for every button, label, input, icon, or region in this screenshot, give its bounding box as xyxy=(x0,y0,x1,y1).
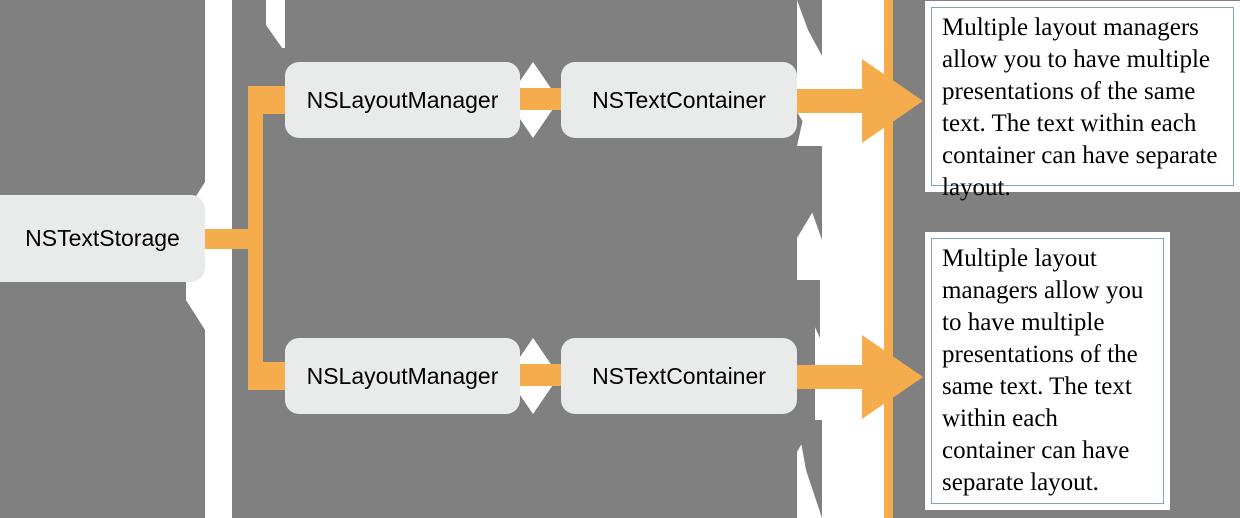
gray-wedge-right-upper xyxy=(797,0,822,56)
orange-arrow-row2 xyxy=(790,335,923,419)
node-nstextcontainer-1[interactable]: NSTextContainer xyxy=(561,62,797,138)
node-nslayoutmanager-2[interactable]: NSLayoutManager xyxy=(285,338,520,414)
callout-text: Multiple layout managers allow you to ha… xyxy=(942,245,1144,496)
callout-inner-border: Multiple layout managers allow you to ha… xyxy=(931,7,1234,201)
node-label: NSTextContainer xyxy=(592,86,766,113)
callout-inner-border: Multiple layout managers allow you to ha… xyxy=(931,238,1164,504)
orange-stub-lm2 xyxy=(262,365,292,387)
callout-panel-1: Multiple layout managers allow you to ha… xyxy=(925,1,1240,201)
node-nstextcontainer-2[interactable]: NSTextContainer xyxy=(561,338,797,414)
node-label: NSLayoutManager xyxy=(306,362,499,389)
white-band-middle xyxy=(258,0,285,52)
gray-wedge-right-lower xyxy=(797,146,822,240)
white-band-left xyxy=(186,0,232,518)
orange-stub-lm1 xyxy=(262,89,292,111)
gray-wedge-right-mid xyxy=(797,280,820,338)
callout-text: Multiple layout managers allow you to ha… xyxy=(942,14,1218,201)
node-nstextstorage[interactable]: NSTextStorage xyxy=(0,195,205,282)
orange-link-row2 xyxy=(505,364,575,386)
orange-arrow-row1 xyxy=(790,59,923,143)
node-nslayoutmanager-1[interactable]: NSLayoutManager xyxy=(285,62,520,138)
orange-vertical-rail xyxy=(884,0,893,518)
node-label: NSTextContainer xyxy=(592,362,766,389)
node-label: NSLayoutManager xyxy=(306,86,499,113)
orange-link-row1 xyxy=(505,88,575,110)
gray-wedge-right-lower2 xyxy=(797,420,822,518)
node-label: NSTextStorage xyxy=(25,225,180,251)
orange-branch-line xyxy=(168,86,290,390)
callout-panel-2: Multiple layout managers allow you to ha… xyxy=(925,232,1170,510)
